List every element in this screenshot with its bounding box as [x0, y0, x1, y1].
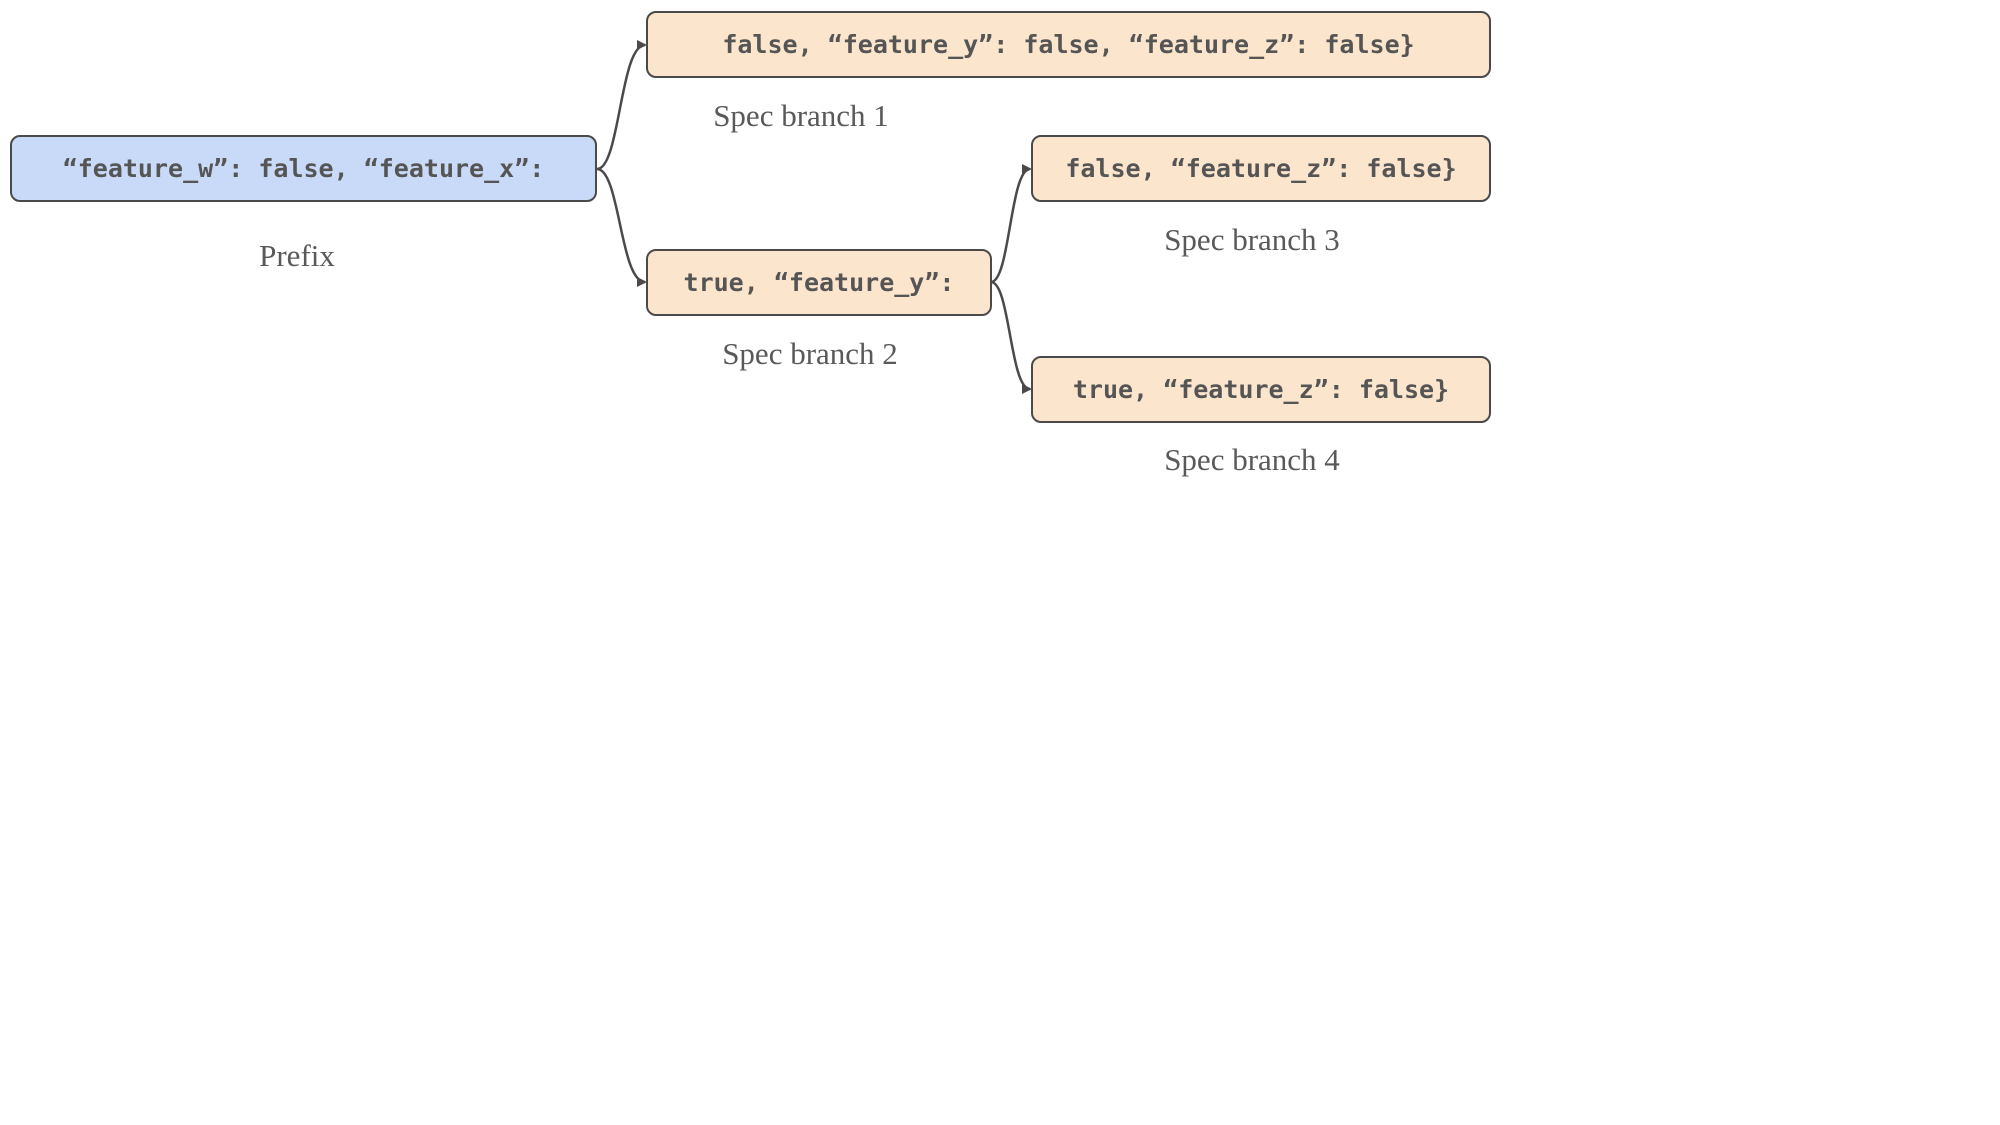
edge-branch2-to-branch3	[990, 164, 1032, 284]
spec-branch-4-caption: Spec branch 4	[1164, 442, 1340, 477]
spec-branch-1-caption: Spec branch 1	[713, 98, 889, 133]
spec-branch-3-text: false, “feature_z”: false}	[1065, 154, 1457, 183]
spec-branch-3-node: false, “feature_z”: false}	[1031, 135, 1491, 202]
edge-prefix-to-branch1	[596, 40, 647, 171]
spec-branch-4-node: true, “feature_z”: false}	[1031, 356, 1491, 423]
spec-branch-2-text: true, “feature_y”:	[683, 268, 955, 297]
spec-branch-3-caption: Spec branch 3	[1164, 222, 1340, 257]
edge-prefix-to-branch2	[596, 167, 647, 287]
spec-branch-2-caption: Spec branch 2	[722, 336, 898, 371]
prefix-node-text: “feature_w”: false, “feature_x”:	[62, 154, 545, 183]
edge-branch2-to-branch4	[990, 280, 1032, 394]
prefix-node: “feature_w”: false, “feature_x”:	[10, 135, 597, 202]
spec-branch-2-node: true, “feature_y”:	[646, 249, 992, 316]
prefix-caption: Prefix	[259, 238, 335, 273]
spec-branch-1-node: false, “feature_y”: false, “feature_z”: …	[646, 11, 1491, 78]
spec-branch-4-text: true, “feature_z”: false}	[1072, 375, 1450, 404]
spec-branch-1-text: false, “feature_y”: false, “feature_z”: …	[722, 30, 1415, 59]
